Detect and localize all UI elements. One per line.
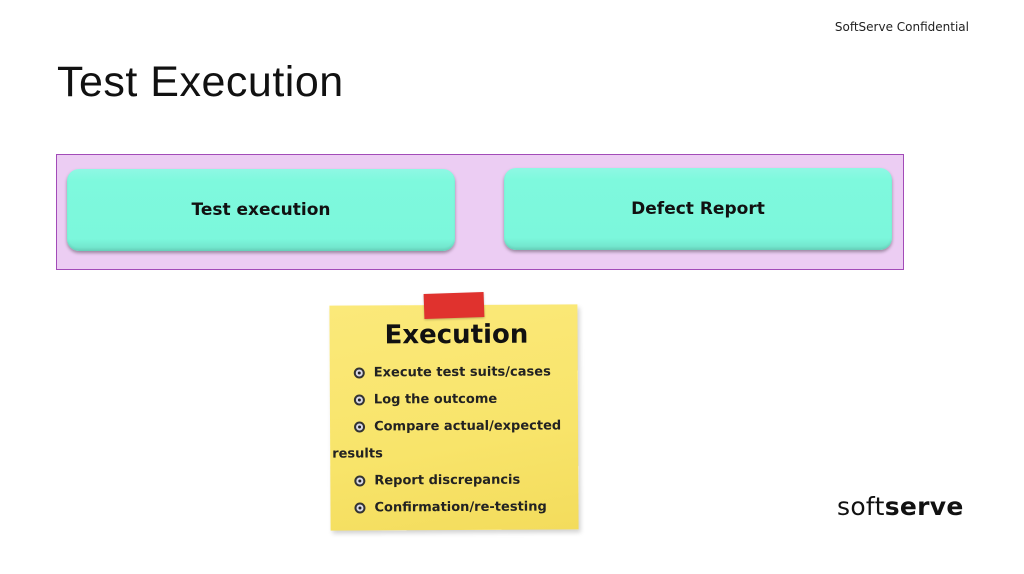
tape-decoration (423, 291, 485, 320)
bullet-icon (354, 502, 366, 514)
bullet-icon (353, 394, 365, 406)
bullet-icon (354, 475, 366, 487)
list-item: Log the outcome (353, 385, 576, 413)
sticky-note: Execution Execute test suits/cases Log t… (329, 304, 579, 531)
slide-title: Test Execution (57, 58, 344, 106)
step-defect-report: Defect Report (504, 168, 892, 250)
list-item: Report discrepancis (354, 466, 576, 494)
process-container: Test execution Defect Report (56, 154, 904, 270)
list-item: Execute test suits/cases (353, 358, 576, 386)
step-label: Defect Report (631, 199, 765, 219)
list-item: Confirmation/re-testing (354, 493, 576, 521)
softserve-logo: softserve (837, 492, 964, 521)
step-test-execution: Test execution (67, 169, 455, 251)
sticky-heading: Execution (384, 319, 529, 351)
bullet-icon (354, 421, 366, 433)
step-label: Test execution (191, 200, 331, 220)
bullet-icon (353, 367, 365, 379)
confidential-label: SoftServe Confidential (834, 20, 969, 34)
sticky-list: Execute test suits/cases Log the outcome… (332, 358, 577, 521)
